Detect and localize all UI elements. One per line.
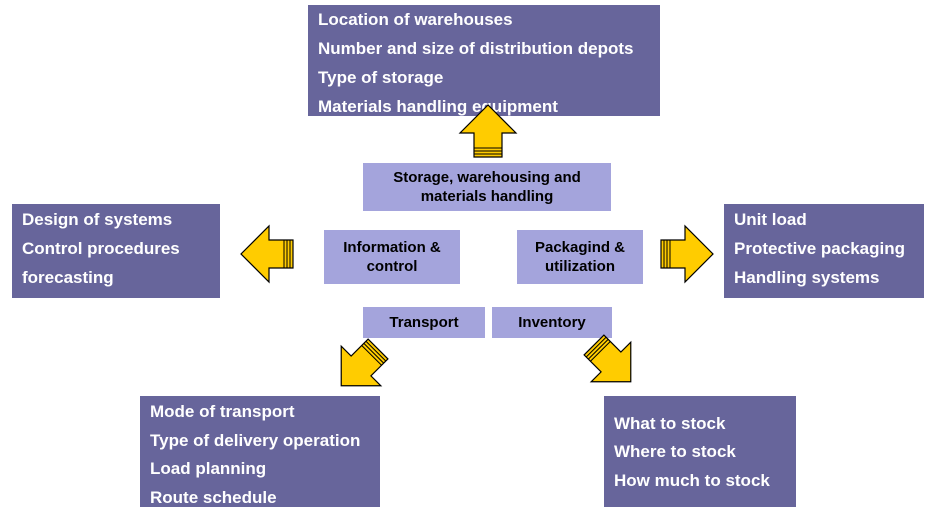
information-detail-2: Control procedures — [22, 239, 180, 258]
box-packaging-details: Unit load Protective packaging Handling … — [724, 204, 924, 298]
storage-label-line-1: Storage, warehousing and — [393, 169, 581, 186]
box-information-details: Design of systems Control procedures for… — [12, 204, 220, 298]
packaging-detail-1: Unit load — [734, 210, 807, 229]
storage-detail-1: Location of warehouses — [318, 10, 513, 29]
inventory-detail-2: Where to stock — [614, 442, 736, 461]
inventory-detail-3: How much to stock — [614, 471, 770, 490]
inventory-detail-1: What to stock — [614, 414, 726, 433]
box-inventory: Inventory — [492, 307, 612, 338]
arrow-right-to-packaging-details — [660, 225, 714, 283]
arrow-up-to-storage-details — [459, 104, 517, 158]
box-transport-details: Mode of transport Type of delivery opera… — [140, 396, 380, 507]
storage-detail-2: Number and size of distribution depots — [318, 39, 634, 58]
box-storage: Storage, warehousing and materials handl… — [363, 163, 611, 211]
information-detail-3: forecasting — [22, 268, 114, 287]
storage-label-line-2: materials handling — [420, 188, 554, 205]
arrow-down-left-to-transport-details — [320, 328, 399, 407]
box-packaging-utilization: Packagind & utilization — [517, 230, 643, 284]
box-storage-details: Location of warehouses Number and size o… — [308, 5, 660, 116]
box-information-control: Information & control — [324, 230, 460, 284]
transport-label: Transport — [389, 314, 459, 331]
inventory-label: Inventory — [518, 314, 586, 331]
box-transport: Transport — [363, 307, 485, 338]
arrow-left-to-information-details — [240, 225, 294, 283]
information-label-line-1: Information & — [343, 239, 441, 256]
transport-detail-3: Load planning — [150, 459, 267, 478]
arrow-down-right-to-inventory-details — [573, 324, 652, 403]
packaging-detail-2: Protective packaging — [734, 239, 906, 258]
information-label-line-2: control — [366, 258, 418, 275]
transport-detail-1: Mode of transport — [150, 402, 295, 421]
packaging-label-line-1: Packagind & — [534, 239, 626, 256]
transport-detail-4: Route schedule — [150, 488, 277, 507]
information-detail-1: Design of systems — [22, 210, 173, 229]
storage-detail-3: Type of storage — [318, 68, 444, 87]
storage-detail-4: Materials handling equipment — [318, 97, 558, 116]
packaging-label-line-2: utilization — [545, 258, 615, 275]
transport-detail-2: Type of delivery operation — [150, 431, 361, 450]
box-inventory-details: What to stock Where to stock How much to… — [604, 396, 796, 507]
packaging-detail-3: Handling systems — [734, 268, 880, 287]
